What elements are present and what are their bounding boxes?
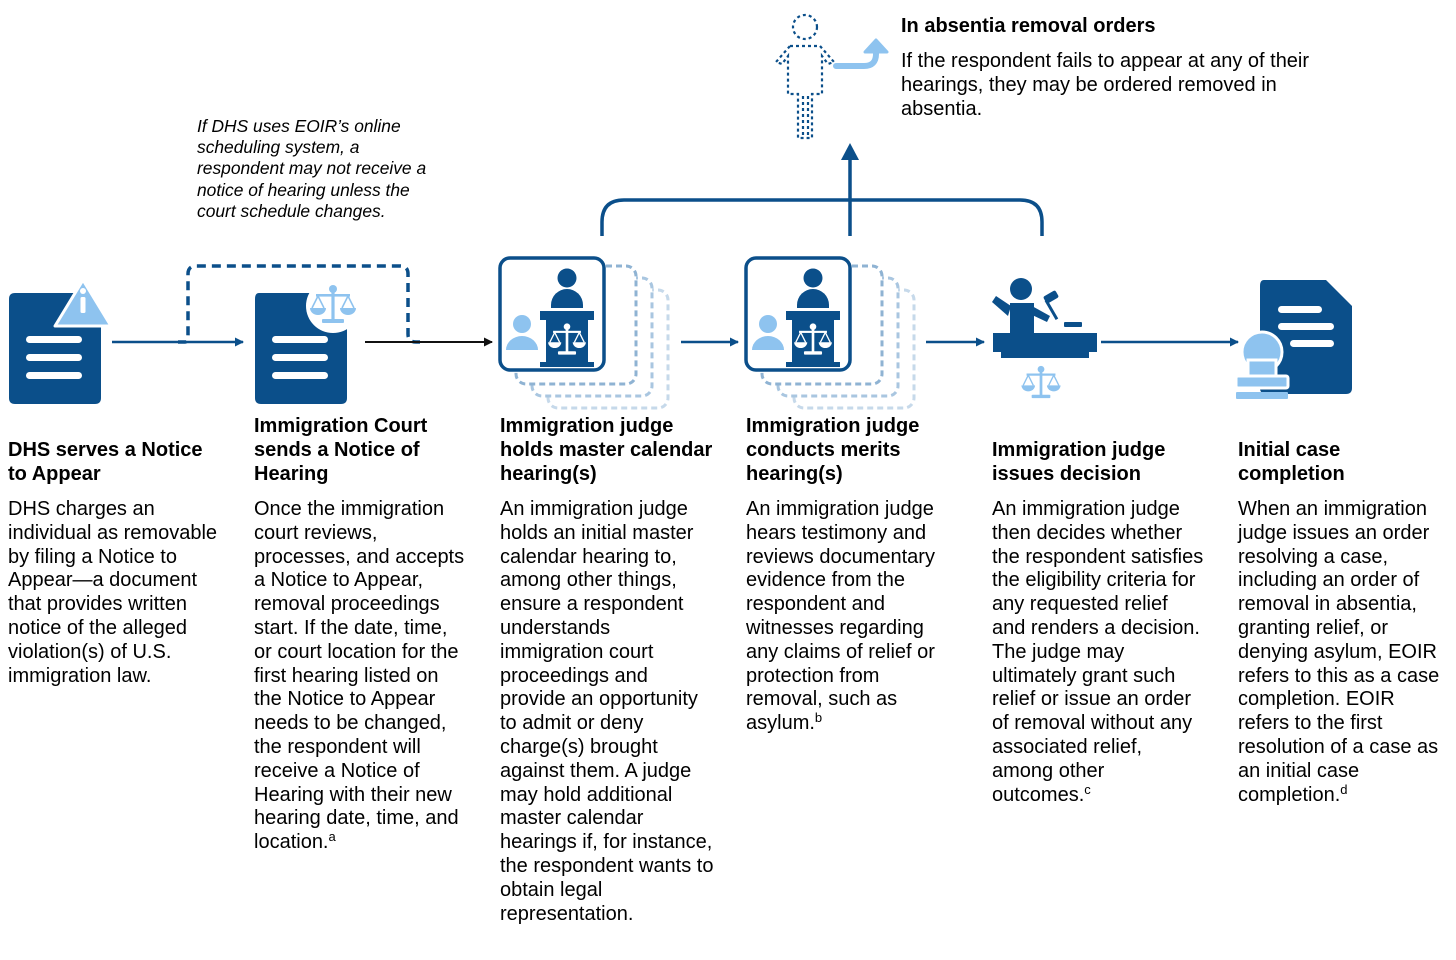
step-title: DHS serves a Notice to Appear [8,439,203,485]
step-title: Immigration Court sends a Notice of Hear… [254,415,428,485]
step-master-calendar-hearing: Immigration judge holds master calendar … [500,414,714,926]
footnote-marker: a [328,829,336,845]
absentia-body: If the respondent fails to appear at any… [901,50,1310,120]
step-notice-to-appear: DHS serves a Notice to Appear DHS charge… [8,414,222,688]
bent-up-arrow-icon [833,47,879,69]
info-icon [53,278,113,328]
footnote-marker: c [1084,781,1091,797]
step-title: Immigration judge conducts merits hearin… [746,415,920,485]
scales-of-justice-icon [306,279,360,333]
absentia-title: In absentia removal orders [901,15,1156,37]
step-title: Initial case completion [1238,439,1345,485]
step-case-completion: Initial case completion When an immigrat… [1238,414,1450,807]
step-body: DHS charges an individual as removable b… [8,498,218,687]
merits-hearing-icon [744,256,916,410]
footnote-marker: b [814,710,823,726]
judge-decision-icon [992,278,1097,399]
absentia-arrowhead [841,143,859,160]
absent-person-icon [774,13,836,140]
step-body: When an immigration judge issues an orde… [1238,498,1440,806]
case-completion-document-icon [1260,280,1352,394]
step-body: Once the immigration court reviews, proc… [254,498,465,854]
scheduling-note: If DHS uses EOIR’s online scheduling sys… [197,116,427,221]
step-body: An immigration judge hears testimony and… [746,498,935,735]
step-merits-hearing: Immigration judge conducts merits hearin… [746,414,960,736]
stamp-icon [1234,330,1290,399]
footnote-marker: d [1340,781,1348,797]
step-title: Immigration judge holds master calendar … [500,415,713,485]
master-calendar-hearing-icon [498,256,670,410]
step-title: Immigration judge issues decision [992,439,1166,485]
step-body: An immigration judge then decides whethe… [992,498,1204,806]
step-body: An immigration judge holds an initial ma… [500,498,714,925]
absentia-bracket [600,198,1044,236]
step-notice-of-hearing: Immigration Court sends a Notice of Hear… [254,414,468,855]
step-issues-decision: Immigration judge issues decision An imm… [992,414,1206,807]
